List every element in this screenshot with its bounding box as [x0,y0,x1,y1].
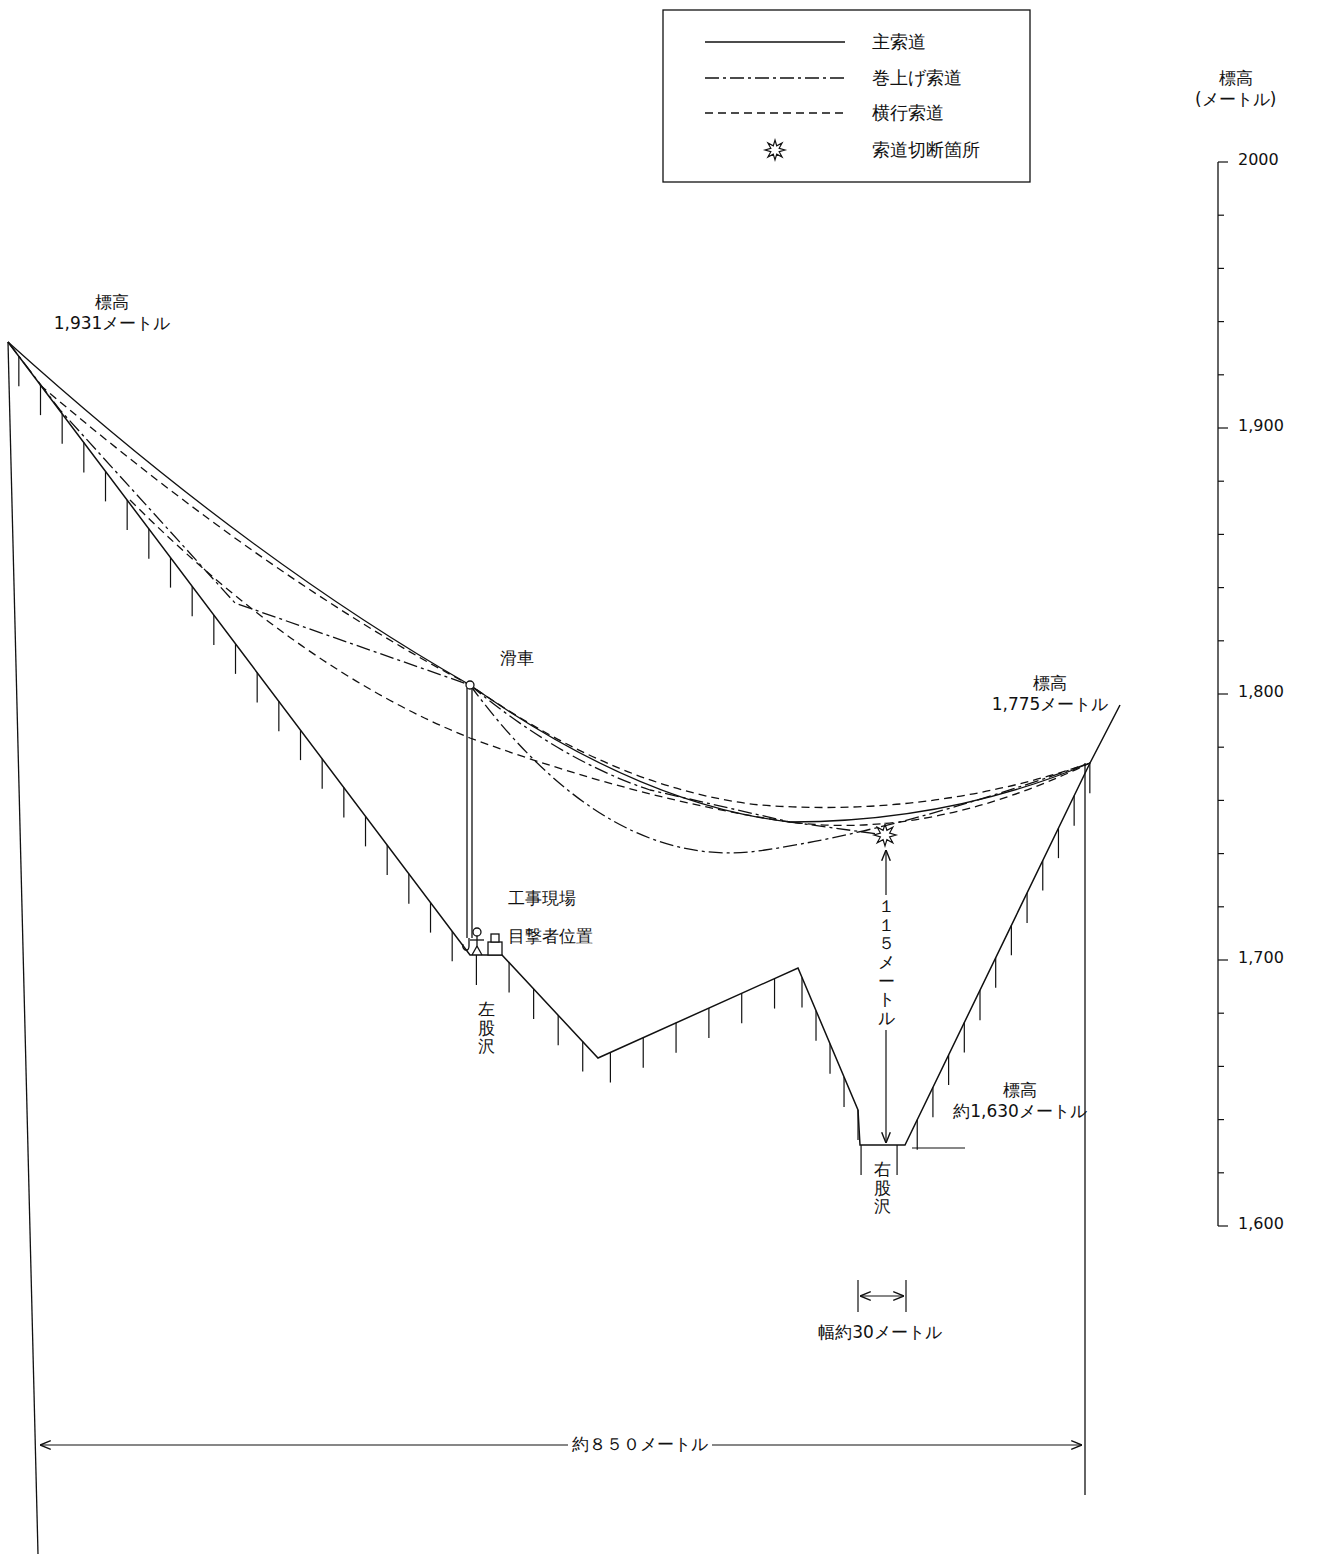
legend-sample [705,78,845,79]
legend-text: 主索道 [872,30,926,54]
terrain-profile [8,342,1120,1145]
section-edge [8,342,38,1554]
legend-sample [705,113,845,114]
site-equipment [488,934,502,955]
axis-tick-label: 1,900 [1238,416,1284,436]
legend-samples [705,42,845,160]
section-edge [1084,763,1085,1495]
traverse-cable [40,385,1090,807]
witness-label: 目撃者位置 [508,926,593,947]
legend-frame [663,10,1030,182]
width-dimension-label: 幅約30メートル [818,1322,942,1343]
dimension-tick [857,1280,858,1312]
legend-text: 索道切断箇所 [872,138,980,162]
axis-tick-label: 2000 [1238,150,1279,170]
main-cable [8,342,1090,822]
legend-sample [765,140,785,160]
cut-point-star [874,824,896,846]
pulley [466,681,474,689]
axis-ticks [1218,162,1228,1226]
hoist-cable [8,342,470,685]
legend-text: 巻上げ索道 [872,66,962,90]
leader-line [912,1147,965,1148]
legend-text: 横行索道 [872,101,944,125]
traverse-cable [130,500,1090,825]
ground-hatching [19,356,1090,1175]
hook [463,938,469,950]
legend-sample [705,42,845,43]
axis-tick-label: 1,600 [1238,1214,1284,1234]
axis-tick-label: 1,700 [1238,948,1284,968]
elevation-label: 標高 約1,630メートル [953,1080,1087,1123]
witness-figure [470,928,484,955]
axis-title: 標高 (メートル) [1195,68,1276,111]
dimension-tick [905,1280,906,1312]
site-label: 工事現場 [508,888,576,909]
elevation-label: 標高 1,775メートル [992,673,1109,716]
hanging-line [466,688,467,938]
height-dimension-label: １１５メートル [874,895,899,1030]
span-dimension-label: 約８５０メートル [568,1432,712,1457]
elevation-label: 標高 1,931メートル [54,292,171,335]
axis-tick-label: 1,800 [1238,682,1284,702]
width-dimension [860,1295,904,1296]
hanging-line [471,688,472,938]
stream-label: 左股沢 [478,1000,495,1056]
stream-label: 右股沢 [874,1160,891,1216]
pulley-label: 滑車 [500,648,534,669]
span-dimension [40,1444,1082,1445]
